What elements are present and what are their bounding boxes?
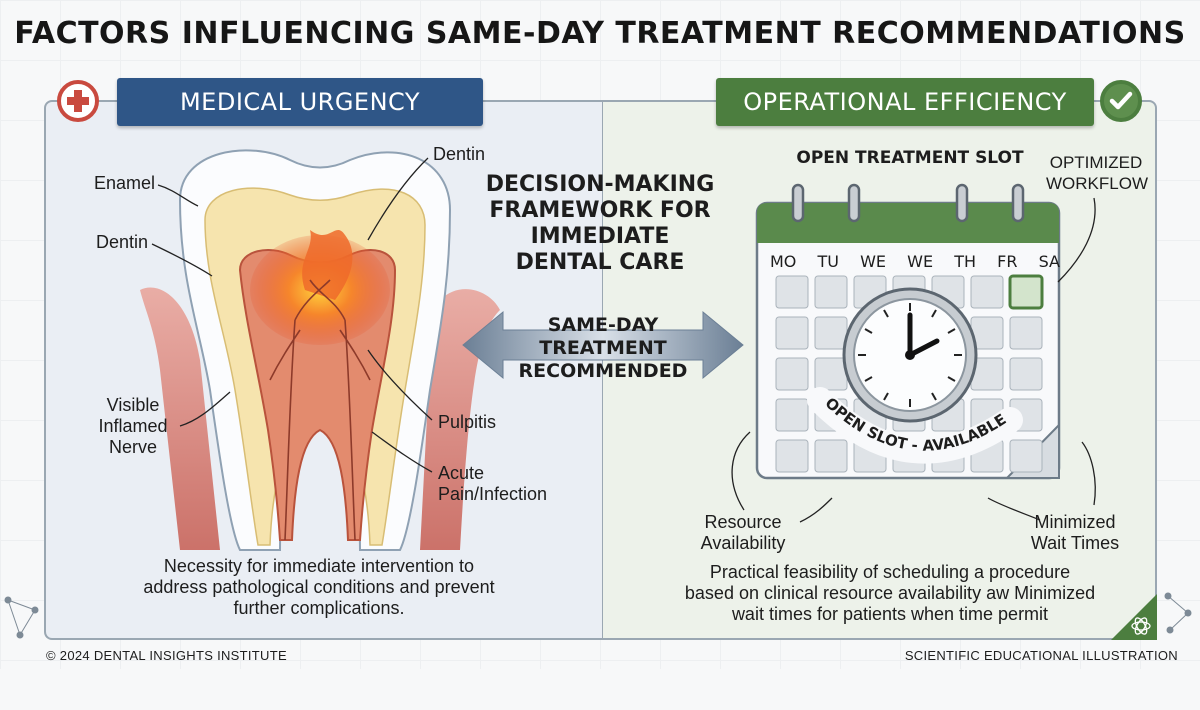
calendar-cell — [775, 316, 809, 350]
calendar-cell — [814, 275, 848, 309]
calendar-cell-open-slot — [1008, 274, 1044, 310]
network-decoration — [4, 596, 39, 639]
day-header: WE — [860, 252, 887, 271]
resource-availability-label: Resource Availability — [700, 512, 786, 553]
calendar-cell — [775, 275, 809, 309]
enamel-label: Enamel — [94, 173, 156, 193]
acute-pain-label: Acute Pain/Infection — [438, 463, 548, 504]
framework-heading: DECISION-MAKING FRAMEWORK FOR IMMEDIATE … — [485, 172, 715, 275]
open-treatment-slot-title: OPEN TREATMENT SLOT — [796, 148, 1024, 168]
optimized-workflow-label: OPTIMIZED WORKFLOW — [1046, 153, 1148, 193]
page-title: FACTORS INFLUENCING SAME-DAY TREATMENT R… — [14, 16, 1186, 51]
day-header: FR — [997, 252, 1018, 271]
pulpitis-label: Pulpitis — [438, 412, 497, 432]
day-header: TH — [954, 252, 977, 271]
calendar-day-headers: MO TU WE WE TH FR SA — [770, 252, 1060, 271]
minimized-wait-times-label: Minimized Wait Times — [1030, 512, 1120, 553]
calendar-cell — [1009, 439, 1043, 473]
dentin-label-top: Dentin — [433, 144, 486, 164]
open-slot-badge: OPEN SLOT - AVAILABLE NOW — [782, 366, 1023, 464]
calendar-cell — [775, 398, 809, 432]
tooth-illustration — [140, 149, 500, 551]
day-header: TU — [817, 252, 839, 271]
calendar-cell — [1009, 316, 1043, 350]
network-decoration-right — [1164, 592, 1192, 634]
day-header: MO — [770, 252, 797, 271]
same-day-recommendation: SAME-DAY TREATMENT RECOMMENDED — [518, 314, 688, 382]
copyright-footer: © 2024 DENTAL INSIGHTS INSTITUTE — [46, 648, 287, 663]
medical-urgency-banner: MEDICAL URGENCY — [117, 78, 483, 126]
calendar-cell — [814, 439, 848, 473]
medical-urgency-caption: Necessity for immediate intervention to … — [143, 556, 495, 618]
day-header: SA — [1038, 252, 1060, 271]
dentin-label-left: Dentin — [96, 232, 149, 252]
checkmark-icon — [1100, 80, 1142, 122]
operational-efficiency-caption: Practical feasibility of scheduling a pr… — [684, 562, 1096, 624]
double-arrow-icon — [462, 310, 744, 380]
medical-cross-icon — [57, 80, 99, 122]
calendar-cell — [1009, 357, 1043, 391]
calendar-cell — [775, 439, 809, 473]
illustration-footer: SCIENTIFIC EDUCATIONAL ILLUSTRATION — [904, 648, 1178, 663]
calendar-cell — [775, 357, 809, 391]
clock-icon — [842, 287, 978, 423]
atom-icon — [1111, 594, 1157, 640]
day-header: WE — [907, 252, 934, 271]
operational-efficiency-banner: OPERATIONAL EFFICIENCY — [716, 78, 1094, 126]
inflamed-nerve-label: Visible Inflamed Nerve — [98, 395, 168, 457]
calendar-cell — [970, 275, 1004, 309]
